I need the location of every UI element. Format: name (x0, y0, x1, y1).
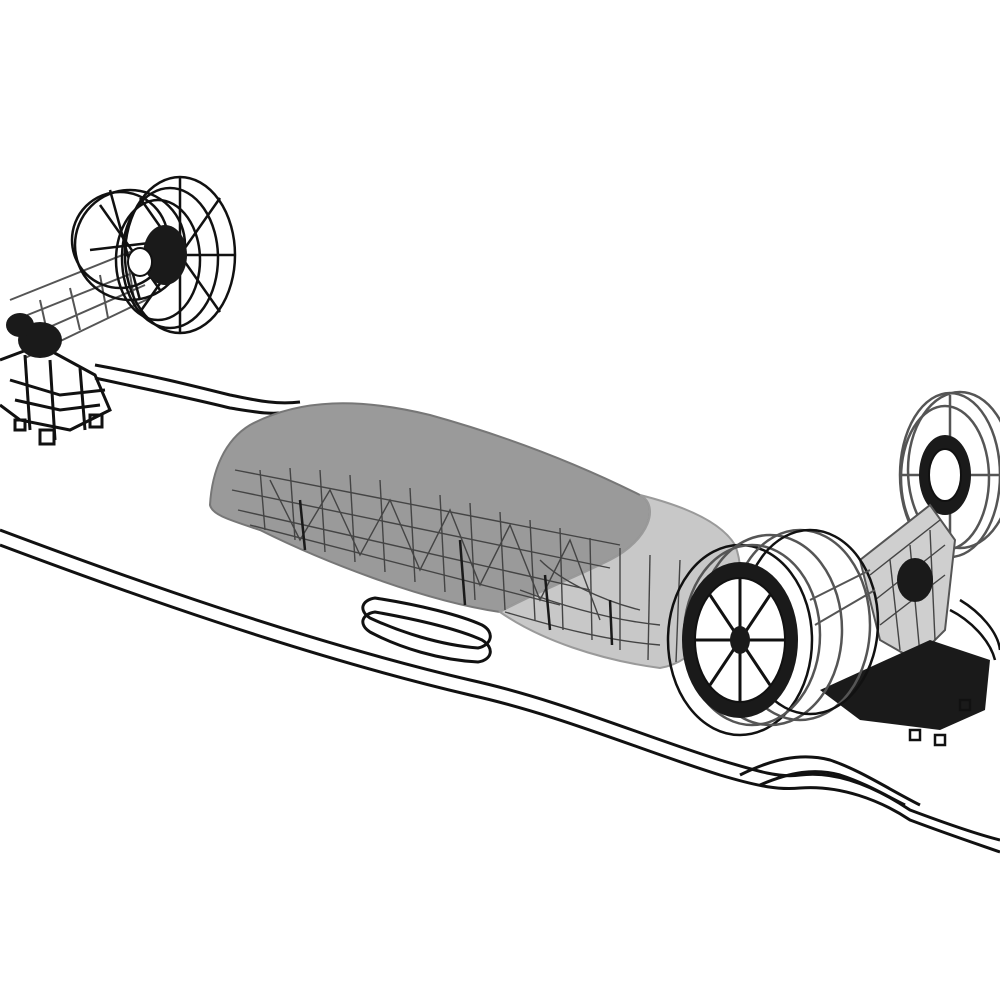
road-outline (0, 363, 1000, 854)
oval-slot-bottom (361, 610, 492, 664)
wheel-on-boom (0, 175, 237, 446)
oval-slot-top (361, 596, 492, 650)
curb-bump (739, 755, 921, 807)
shell-lattice-dark (298, 499, 614, 646)
left-wheel-hub (127, 225, 187, 285)
twin-wheel-rig (666, 390, 1000, 747)
rig-base (820, 640, 990, 730)
road-edge-front-inner (0, 543, 1000, 854)
right-rear-wheel-hub (919, 435, 971, 515)
road-edge-back (94, 363, 301, 405)
boom-pivot (6, 313, 62, 358)
rig-base-outline (908, 598, 1000, 747)
curb-bump-inner (759, 770, 906, 807)
domed-shell (208, 402, 741, 670)
boom-base (0, 343, 112, 446)
road-edge-front (0, 528, 1000, 842)
road-edge-back-inner (94, 376, 291, 415)
shell-lattice (231, 467, 681, 663)
right-front-wheel-hub (682, 562, 798, 718)
rig-frame-hole (897, 558, 933, 602)
rig-axle (809, 569, 876, 626)
oval-slot (361, 596, 492, 664)
